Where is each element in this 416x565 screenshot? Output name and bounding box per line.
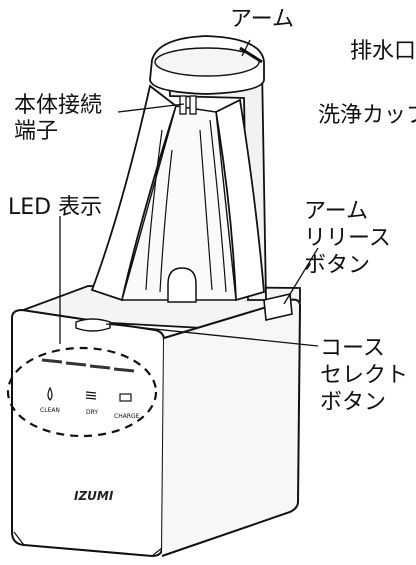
cup-label: 洗浄カップ	[318, 103, 416, 128]
battery-icon	[119, 393, 132, 402]
led-bar-2	[65, 361, 87, 367]
lines-icon	[85, 391, 97, 400]
arm-ridge	[239, 46, 263, 64]
inner-rib-4	[209, 119, 227, 293]
charge-label: CHARGE	[114, 413, 140, 420]
inner-rib-3	[199, 129, 213, 291]
leader-arm-release	[283, 247, 319, 305]
arm-release-label-line3: ボタン	[304, 253, 370, 278]
cup-arch	[167, 267, 197, 303]
droplet-icon	[47, 386, 53, 401]
dry-label: DRY	[86, 409, 98, 416]
base-front	[11, 308, 166, 558]
arm-release-label-line2: リリース	[304, 226, 391, 251]
course-label-line1: コース	[320, 336, 385, 361]
course-select-button[interactable]	[75, 318, 111, 332]
brand-logo: IZUMI	[74, 489, 114, 503]
inner-rib-2	[159, 149, 173, 293]
led-bar-4	[113, 367, 135, 373]
led-bar-1	[41, 358, 63, 364]
leader-course-select	[105, 323, 319, 347]
arm-label: アーム	[230, 7, 294, 32]
arm-release-button[interactable]	[263, 293, 293, 321]
arm-release-label-line1: アーム	[304, 199, 368, 224]
clean-label: CLEAN	[40, 407, 60, 414]
inner-rib-1	[145, 129, 163, 291]
terminal-pin-right	[189, 95, 197, 115]
led-bar-3	[89, 364, 111, 370]
led-label: LED 表示	[8, 195, 102, 220]
led-highlight-ellipse	[6, 346, 158, 438]
terminal-label-line1: 本体接続	[14, 93, 102, 118]
arm-head-top	[154, 47, 260, 77]
course-label-line3: ボタン	[320, 390, 386, 415]
leader-arm	[241, 39, 251, 57]
course-label-line2: セレクト	[320, 363, 408, 388]
drain-label: 排水口	[350, 39, 416, 64]
terminal-label-line2: 端子	[14, 119, 58, 144]
leader-terminal	[117, 103, 185, 113]
base-bottom-edge	[13, 531, 163, 557]
base-side	[161, 298, 302, 557]
stand-inner	[121, 105, 237, 301]
